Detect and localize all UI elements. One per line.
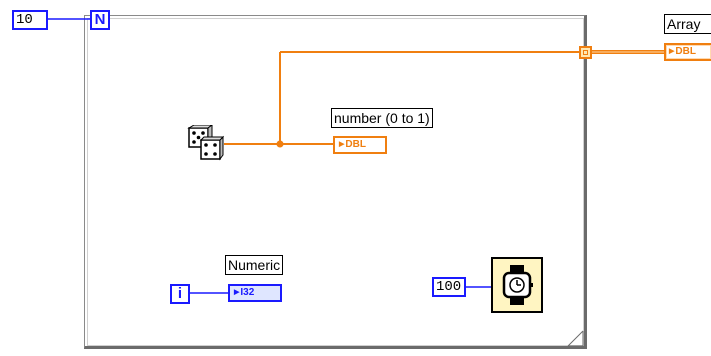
dice-icon [187,124,225,161]
array-indicator-label: Array [664,14,711,34]
random-indicator-label: number (0 to 1) [331,108,433,128]
indexing-tunnel[interactable] [579,46,592,59]
wristwatch-icon [502,265,533,305]
numeric-indicator-type: I32 [240,287,255,298]
indicator-arrow-icon: ▶ [339,141,345,148]
random-number-function[interactable] [186,124,225,163]
loop-resize-corner [568,331,584,347]
count-terminal[interactable]: N [90,10,110,30]
wait-constant[interactable]: 100 [432,277,466,297]
wait-function[interactable] [491,257,543,313]
numeric-indicator[interactable]: ▶I32 [228,284,282,302]
array-indicator-type: DBL [675,46,696,57]
numeric-indicator-label: Numeric [225,255,284,275]
iteration-terminal[interactable]: i [170,284,190,304]
count-constant[interactable]: 10 [12,10,48,30]
indicator-arrow-icon: ▶ [669,48,675,55]
array-indicator[interactable]: ▶DBL [664,43,711,61]
indicator-arrow-icon: ▶ [234,289,240,296]
random-indicator[interactable]: ▶DBL [333,136,387,154]
wire-junction [276,140,284,148]
random-indicator-type: DBL [345,139,366,150]
